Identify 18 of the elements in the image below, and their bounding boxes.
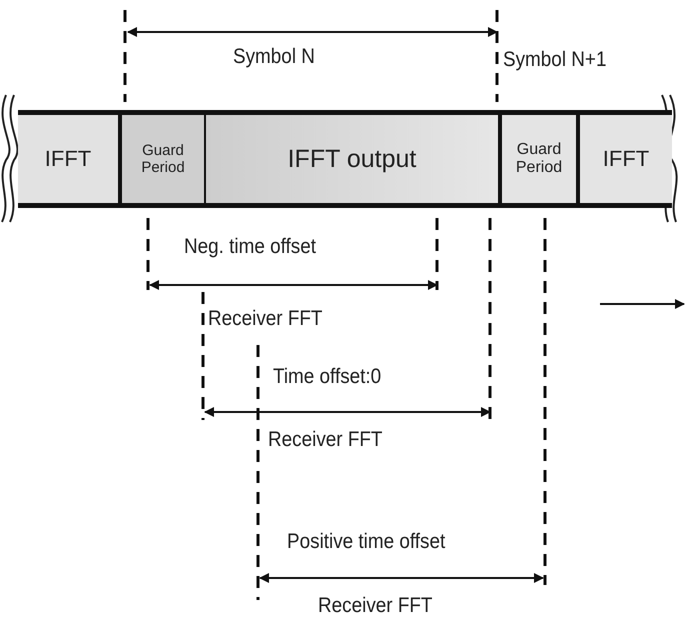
signal-segment xyxy=(206,110,498,208)
symbol-label: Symbol N xyxy=(233,45,315,69)
signal-segment xyxy=(122,110,206,208)
offset-label: Time offset:0 xyxy=(273,365,382,389)
window-label: Receiver FFT xyxy=(268,428,382,452)
signal-segment xyxy=(498,110,580,208)
segment-label: Guard Period xyxy=(140,142,186,176)
symbol-label: Symbol N+1 xyxy=(503,48,606,72)
segment-label: Guard Period xyxy=(514,140,564,178)
window-label: Receiver FFT xyxy=(318,594,432,618)
segment-label: IFFT xyxy=(44,146,92,172)
signal-segment xyxy=(580,110,672,208)
segment-label: IFFT output xyxy=(288,144,416,174)
signal-segment xyxy=(18,110,122,208)
window-label: Receiver FFT xyxy=(208,307,322,331)
offset-label: Positive time offset xyxy=(287,530,446,554)
segment-label: IFFT xyxy=(602,146,650,172)
offset-label: Neg. time offset xyxy=(184,235,316,259)
